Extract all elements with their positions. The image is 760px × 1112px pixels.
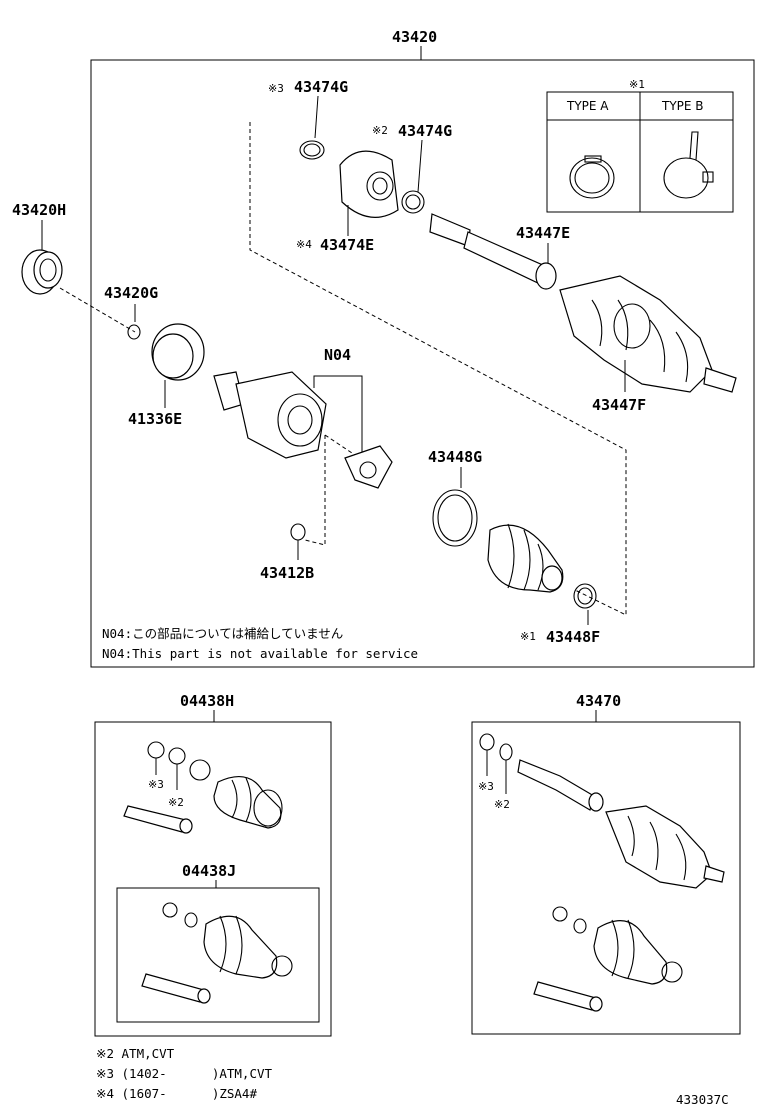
callout-43447e[interactable]: 43447E	[516, 224, 570, 242]
callout-43448g[interactable]: 43448G	[428, 448, 482, 466]
kit-04438h-frame	[94, 721, 332, 1037]
drive-shaft-outboard-icon	[429, 213, 737, 393]
kit-04438j-grease-icon	[141, 973, 211, 1004]
snap-ring-43420g-icon	[127, 324, 141, 340]
clamp-43474g2-icon	[401, 190, 425, 214]
callout-43420h[interactable]: 43420H	[12, 201, 66, 219]
kit-04438h-boot-icon	[213, 775, 283, 829]
tripod-n04-icon	[344, 445, 393, 489]
callout-43474g-mark3: ※3	[268, 82, 284, 95]
kit-04438j-frame	[116, 887, 320, 1023]
seal-43420h-icon	[21, 249, 63, 295]
callout-43447f[interactable]: 43447F	[592, 396, 646, 414]
clamp-type-b-icon	[663, 131, 714, 199]
callout-43474e[interactable]: 43474E	[320, 236, 374, 254]
callout-43420g[interactable]: 43420G	[104, 284, 158, 302]
callout-43474g2[interactable]: 43474G	[398, 122, 452, 140]
type-box-mark: ※1	[629, 78, 645, 91]
clamp-type-box: ※1 TYPE A TYPE B	[546, 78, 734, 213]
kit-43470-clamps-icon	[479, 733, 513, 761]
kit-04438j-number[interactable]: 04438J	[182, 862, 236, 880]
kit-43470-frame	[471, 721, 741, 1035]
callout-43412b[interactable]: 43412B	[260, 564, 314, 582]
callout-n04[interactable]: N04	[324, 346, 351, 364]
kit-04438h-clamps-icon	[147, 741, 211, 781]
note-n04-english: N04:This part is not available for servi…	[102, 646, 418, 661]
kit-04438h-mark3: ※3	[148, 778, 164, 791]
clamp-43448g-icon	[432, 489, 478, 547]
inner-boot-icon	[487, 523, 564, 593]
clamp-43474g-icon	[299, 140, 325, 160]
callout-41336e[interactable]: 41336E	[128, 410, 182, 428]
main-assembly-frame	[90, 59, 755, 668]
kit-43470-mark3: ※3	[478, 780, 494, 793]
damper-43474e-icon	[339, 150, 399, 218]
callout-43448f-mark1: ※1	[520, 630, 536, 643]
kit-43470-grease-icon	[533, 981, 603, 1012]
clamp-type-a-icon	[569, 155, 615, 199]
type-b-label: TYPE B	[661, 99, 704, 113]
callout-43474g[interactable]: 43474G	[294, 78, 348, 96]
kit-43470-boot-icon	[593, 919, 683, 985]
kit-04438j-rings-icon	[162, 902, 198, 928]
ring-41336e-icon	[151, 323, 205, 381]
kit-04438h-number[interactable]: 04438H	[180, 692, 234, 710]
note-n04-japanese: N04:この部品については補給していません	[102, 626, 343, 641]
inboard-joint-n04-icon	[213, 371, 327, 459]
snap-ring-43412b-icon	[290, 523, 306, 541]
footnote-1402: ※3 (1402- )ATM,CVT	[96, 1066, 273, 1081]
callout-43474g2-mark2: ※2	[372, 124, 388, 137]
kit-43470-shaft-icon	[517, 759, 725, 889]
kit-04438h-grease-icon	[123, 805, 193, 834]
kit-04438j-boot-icon	[203, 915, 293, 979]
assembly-number[interactable]: 43420	[392, 28, 437, 46]
kit-43470-mark2: ※2	[494, 798, 510, 811]
kit-43470-number[interactable]: 43470	[576, 692, 621, 710]
clamp-43448f-icon	[573, 583, 597, 609]
illustration-code: 433037C	[676, 1092, 729, 1107]
kit-43470-rings-icon	[552, 906, 587, 934]
callout-43448f[interactable]: 43448F	[546, 628, 600, 646]
footnote-atm-cvt: ※2 ATM,CVT	[96, 1046, 175, 1061]
callout-43474e-mark4: ※4	[296, 238, 312, 251]
kit-04438h-mark2: ※2	[168, 796, 184, 809]
footnote-1607: ※4 (1607- )ZSA4#	[96, 1086, 257, 1101]
type-a-label: TYPE A	[566, 99, 609, 113]
